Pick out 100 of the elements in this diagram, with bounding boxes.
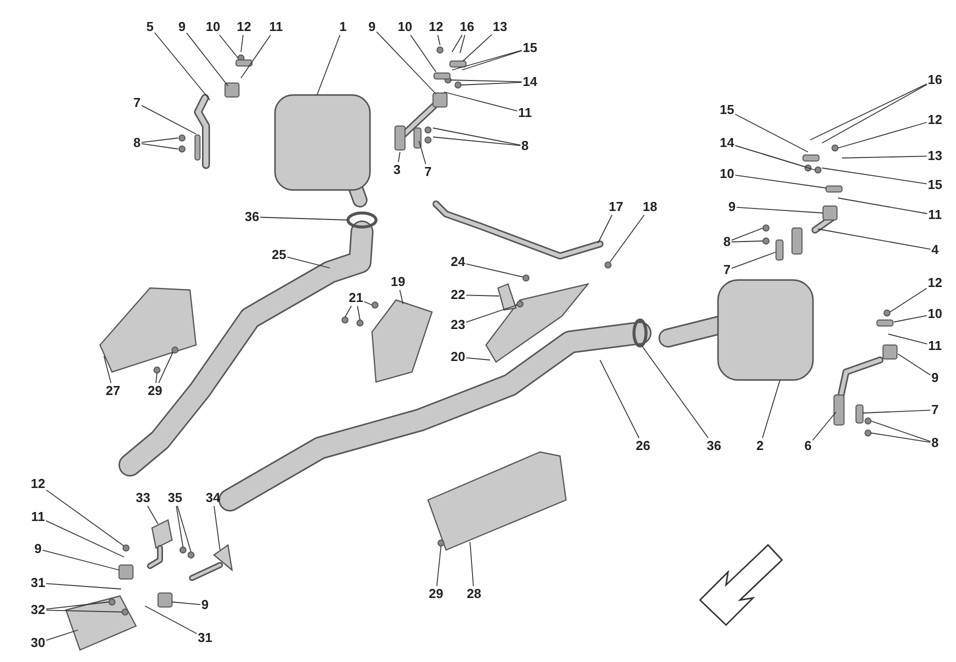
callout-number: 30 [30, 636, 46, 650]
leader-line [734, 114, 808, 152]
callout-number: 27 [106, 384, 120, 398]
leader-line [158, 352, 174, 384]
callout-number: 7 [931, 403, 939, 417]
leader-line [219, 34, 238, 58]
leader-line [286, 256, 330, 268]
callout-number: 21 [348, 291, 364, 305]
leader-line [466, 263, 524, 278]
leader-line [888, 334, 928, 344]
callout-number: 26 [636, 439, 650, 453]
leader-line [462, 50, 522, 70]
leader-line [460, 82, 522, 86]
leader-line [141, 104, 196, 134]
callout-number: 17 [608, 200, 624, 214]
leader-line [862, 410, 931, 414]
leader-line [466, 294, 500, 296]
callout-number: 20 [450, 350, 466, 364]
leader-line [176, 506, 192, 552]
leader-line [818, 228, 931, 250]
leader-line [316, 34, 340, 96]
callout-number: 15 [522, 41, 538, 55]
callout-number: 8 [931, 436, 939, 450]
leader-line [144, 606, 198, 634]
callout-number: 31 [30, 576, 46, 590]
leader-line [598, 214, 612, 244]
leader-line [432, 128, 521, 146]
leader-line [762, 380, 780, 438]
leader-line [462, 34, 492, 62]
callout-number: 36 [244, 210, 260, 224]
callout-number: 31 [198, 631, 212, 645]
callout-number: 13 [492, 20, 508, 34]
leader-line [46, 630, 78, 641]
leader-line [46, 583, 122, 590]
callout-number: 35 [168, 491, 182, 505]
leader-line [437, 34, 440, 46]
leader-line [432, 136, 521, 146]
leader-line [399, 290, 404, 304]
leader-line [147, 506, 158, 524]
callout-number: 1 [339, 20, 347, 34]
leader-line [452, 34, 463, 52]
callout-number: 14 [720, 136, 734, 150]
callout-number: 25 [272, 248, 286, 262]
callout-number: 5 [146, 20, 154, 34]
leader-line [466, 357, 490, 360]
leader-line [418, 140, 426, 164]
leader-line [141, 138, 178, 143]
leader-line [450, 80, 522, 82]
leader-line [870, 420, 931, 442]
callout-number: 16 [928, 73, 942, 87]
callout-number: 10 [928, 307, 942, 321]
callout-number: 28 [466, 587, 482, 601]
callout-number: 12 [428, 20, 444, 34]
leader-line [610, 214, 645, 262]
callout-number: 16 [460, 20, 474, 34]
callout-number: 12 [928, 113, 942, 127]
callout-number: 29 [148, 384, 162, 398]
callout-number: 13 [928, 149, 942, 163]
leader-line [260, 216, 348, 220]
callout-number: 32 [30, 603, 46, 617]
leader-line [364, 301, 372, 306]
leader-line [240, 34, 244, 52]
leader-line [46, 602, 110, 610]
callout-number: 9 [201, 598, 209, 612]
leader-line [898, 354, 931, 376]
callout-number: 10 [720, 167, 734, 181]
leader-line [141, 143, 178, 150]
callout-number: 11 [518, 106, 532, 120]
callout-number: 36 [706, 439, 722, 453]
leader-line [838, 122, 928, 148]
leader-line [376, 31, 436, 94]
leader-line [214, 506, 220, 550]
leader-line [357, 306, 360, 320]
callout-number: 7 [133, 96, 141, 110]
leader-line [155, 372, 158, 384]
callout-number: 4 [931, 243, 939, 257]
leader-line [154, 32, 210, 100]
callout-number: 11 [31, 510, 45, 524]
leader-line [240, 34, 271, 78]
leader-line [890, 288, 928, 312]
leader-line [460, 34, 466, 54]
callout-number: 15 [720, 103, 734, 117]
leader-line [731, 228, 764, 241]
leader-line [186, 32, 228, 86]
leader-line [822, 168, 928, 184]
callout-number: 12 [236, 20, 252, 34]
leader-line [642, 346, 709, 438]
leader-line [172, 602, 201, 606]
callout-number: 8 [133, 136, 141, 150]
leader-line [838, 198, 928, 214]
callout-number: 11 [269, 20, 283, 34]
leader-line [176, 506, 184, 548]
callout-number: 11 [928, 208, 942, 222]
callout-number: 9 [368, 20, 376, 34]
leader-line [344, 306, 352, 318]
leader-line [470, 542, 474, 586]
callout-number: 33 [136, 491, 150, 505]
callout-number: 3 [393, 163, 401, 177]
leader-line [600, 360, 640, 438]
callout-number: 19 [390, 275, 406, 289]
